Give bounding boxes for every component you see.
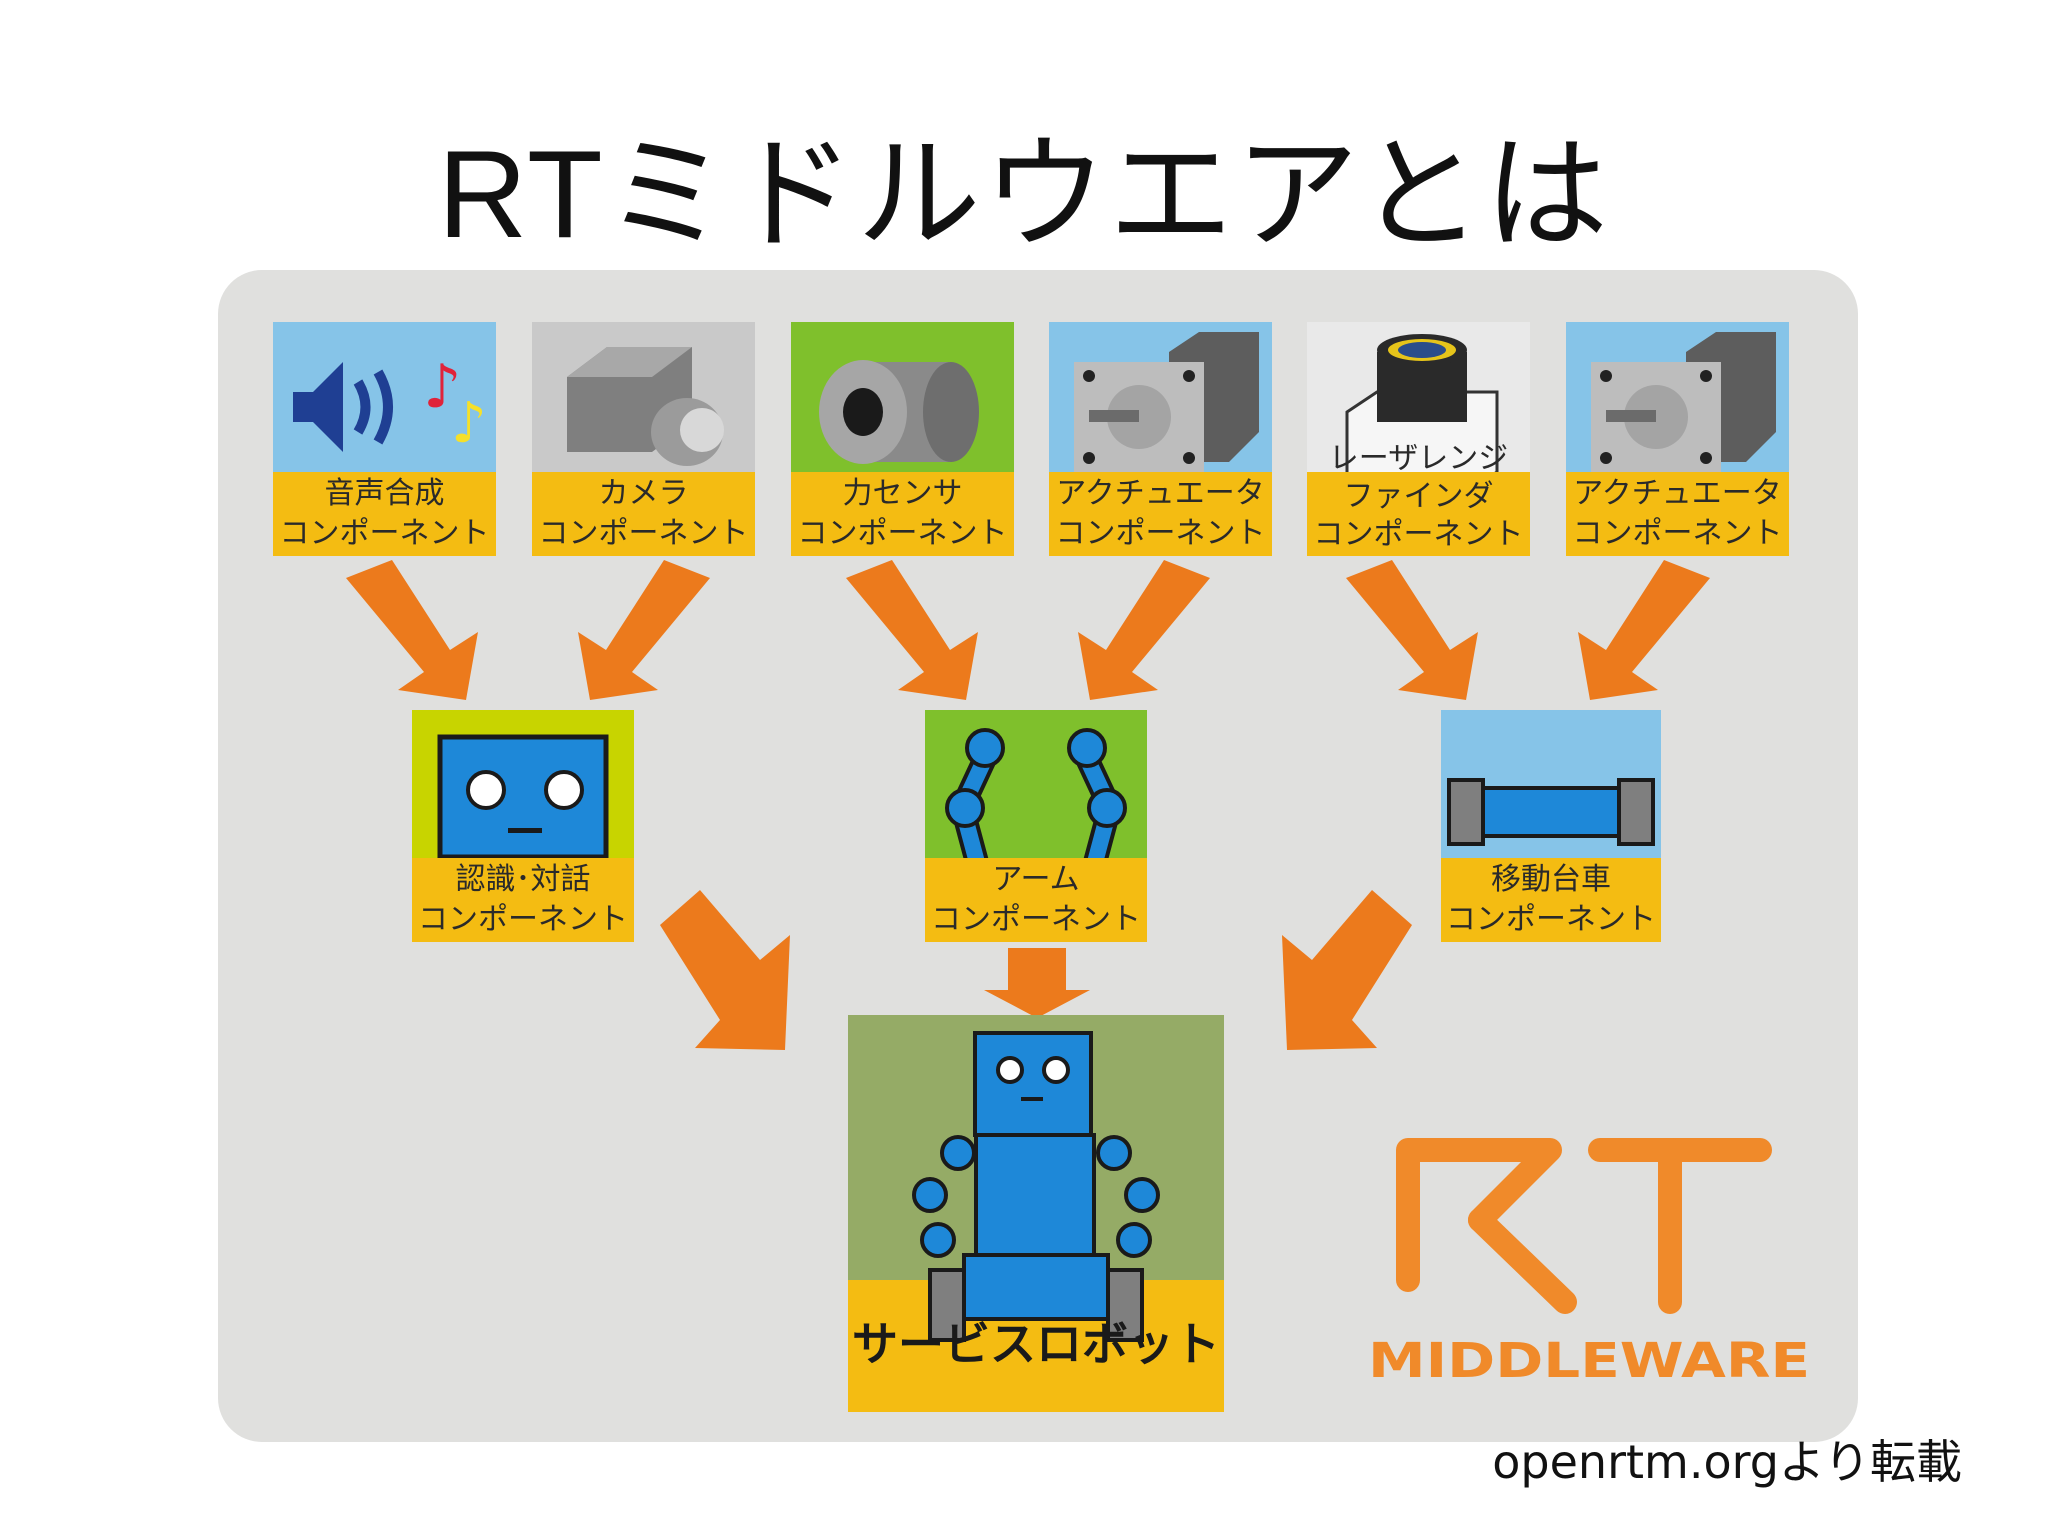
title-latin: RT [437,126,605,264]
component-label: レーザレンジ [1328,441,1509,476]
component-label: アクチュエータ [1056,476,1265,511]
mobile-base-icon [1447,778,1655,846]
motor-icon [1074,332,1259,472]
component-actuator-1: アクチュエータコンポーネント [1049,322,1272,556]
component-label-sub: コンポーネント [1572,516,1783,551]
service-robot-label: サービスロボット [852,1317,1220,1371]
component-label: アーム [992,862,1080,897]
robot-face-icon [437,734,609,860]
component-label: 移動台車 [1491,862,1611,897]
camera-icon [567,347,724,466]
service-robot-card: サービスロボット [848,1015,1224,1412]
credit-latin: openrtm.org [1492,1435,1779,1489]
component-label-sub: コンポーネント [279,516,490,551]
component-actuator-2: アクチュエータコンポーネント [1566,322,1789,556]
component-label-sub: コンポーネント [931,902,1141,937]
force-sensor-icon [819,360,979,464]
component-label: 認識･対話 [455,862,591,897]
svg-text:♪: ♪ [423,352,461,422]
component-camera: カメラコンポーネント [532,322,755,556]
speaker-music-icon: ♪ ♪ [293,352,487,456]
component-label: 音声合成 [324,476,445,511]
rt-middleware-logo: MIDDLEWARE [1368,1138,1810,1389]
logo-wordmark: MIDDLEWARE [1368,1333,1810,1389]
component-force-sensor: 力センサコンポーネント [791,322,1014,556]
component-laser-range-finder: レーザレンジファインダコンポーネント [1307,322,1530,556]
component-label-sub: コンポーネント [538,516,749,551]
robot-arms-icon [945,728,1127,879]
component-label: カメラ [598,476,689,511]
component-recognition-dialogue: 認識･対話コンポーネント [412,710,634,942]
arrow-icon [346,560,1710,1050]
component-label-sub: コンポーネント [1055,516,1266,551]
component-label: アクチュエータ [1573,476,1782,511]
component-label-sub: コンポーネント [797,516,1008,551]
component-mobile-base: 移動台車コンポーネント [1441,710,1661,942]
component-label-mid: ファインダ [1343,479,1494,514]
title-japanese: ミドルウエアとは [604,123,1611,267]
component-arm: アームコンポーネント [925,710,1147,942]
component-label-sub: コンポーネント [418,902,628,937]
svg-text:♪: ♪ [451,391,487,456]
component-label-sub: コンポーネント [1313,517,1524,552]
slide-title: RTミドルウエアとは [0,120,2048,270]
component-label: 力センサ [842,476,963,511]
credit-japanese: より転載 [1778,1435,1962,1489]
motor-icon [1591,332,1776,472]
service-robot-icon [912,1031,1160,1342]
component-label-sub: コンポーネント [1446,902,1656,937]
component-speech-synthesis: ♪ ♪ 音声合成コンポーネント [273,322,496,556]
source-credit: openrtm.orgより転載 [1492,1426,1962,1492]
